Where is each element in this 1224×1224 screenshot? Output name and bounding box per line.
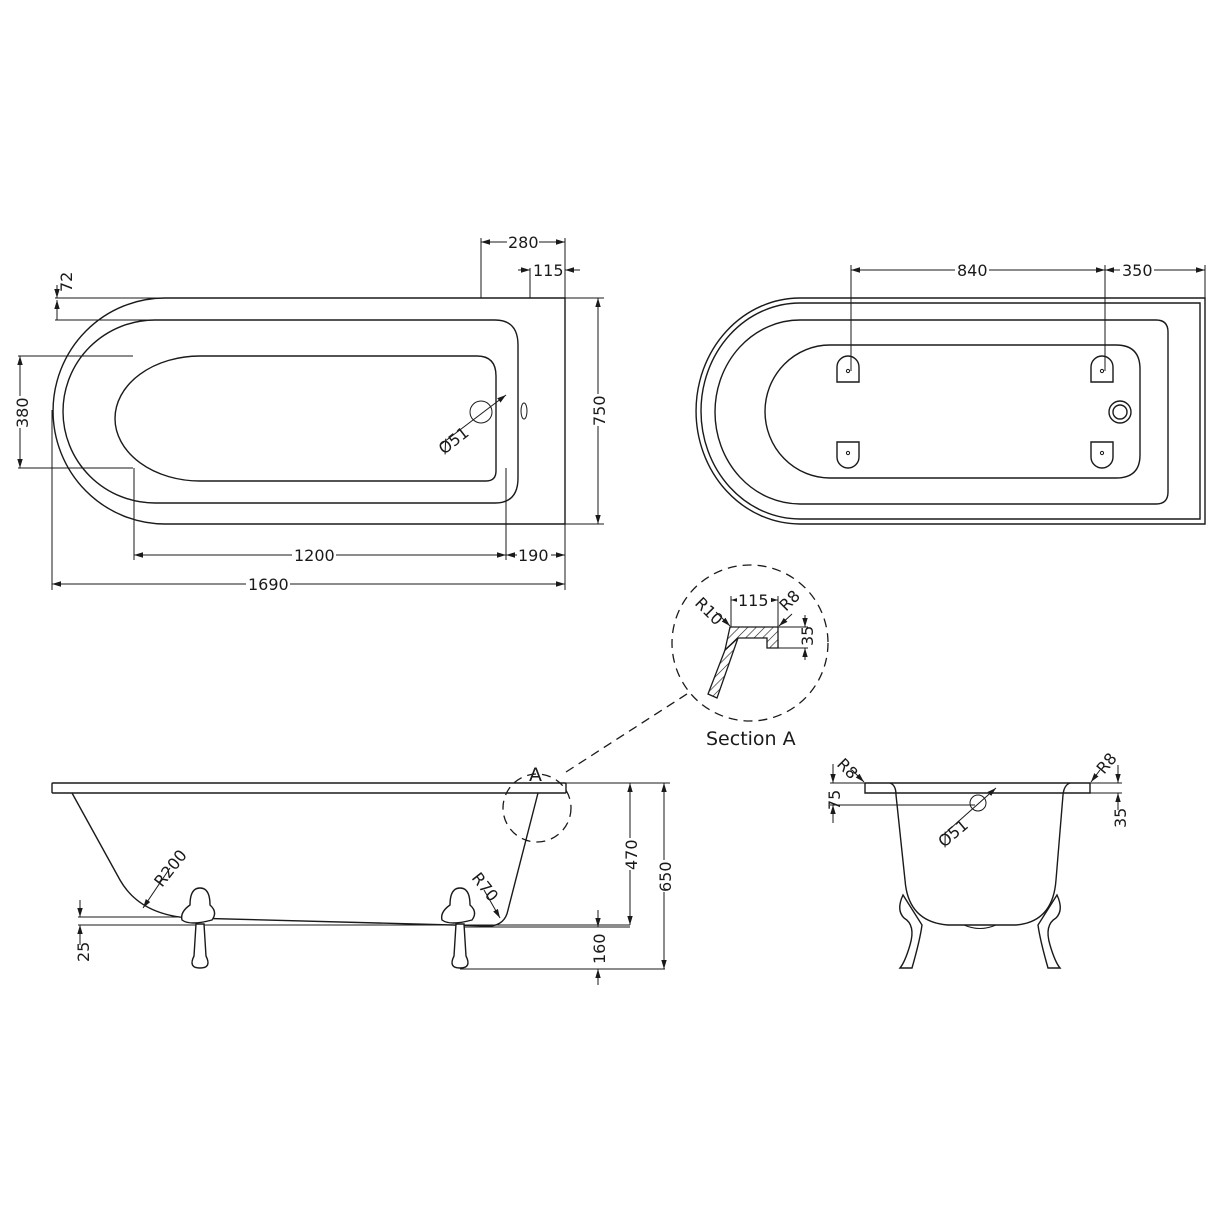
- underside-inner-rim: [714, 319, 1169, 505]
- section-a-circle: [671, 564, 829, 722]
- side-foot-right: [440, 887, 476, 969]
- overflow-icon: [520, 402, 528, 420]
- dim-75: 75: [825, 790, 844, 810]
- end-foot-right: [1037, 893, 1062, 969]
- end-waste-icon: [969, 794, 987, 812]
- dim-1200: 1200: [294, 546, 335, 565]
- dim-waste: Ø51: [435, 423, 473, 458]
- section-a-detail: 115 R10 R8 35 Section A: [565, 564, 829, 773]
- foot-pad-top-right: [1090, 355, 1114, 383]
- dim-end-35: 35: [1111, 808, 1130, 828]
- foot-pad-top-left: [836, 355, 860, 383]
- side-view: A R200 R70 25 470 650 160: [51, 764, 675, 985]
- waste-outlet-icon: [1108, 400, 1132, 424]
- plan-outer-rim: [52, 297, 566, 525]
- dim-750: 750: [590, 395, 609, 426]
- side-foot-left: [180, 887, 216, 969]
- leader-line: [565, 691, 691, 773]
- dim-650: 650: [656, 861, 675, 892]
- plan-basin: [114, 355, 497, 482]
- end-body: [889, 782, 1071, 926]
- dim-1690: 1690: [248, 575, 289, 594]
- detail-a-marker: [502, 773, 572, 843]
- foot-pad-bottom-right: [1090, 441, 1114, 469]
- dim-840: 840: [957, 261, 988, 280]
- dim-25: 25: [74, 942, 93, 962]
- plan-inner-rim: [62, 319, 519, 504]
- foot-pad-bottom-left: [836, 441, 860, 469]
- callout-a-label: A: [529, 764, 542, 786]
- dim-end-waste: Ø51: [934, 815, 971, 851]
- dim-r8-left: R8: [833, 754, 861, 782]
- underside-basin: [764, 344, 1141, 479]
- waste-icon: [469, 400, 493, 424]
- side-rim: [51, 782, 567, 794]
- dim-190: 190: [518, 546, 549, 565]
- dim-280: 280: [508, 233, 539, 252]
- underside-outer-rim-inner: [700, 302, 1201, 520]
- dim-section-r8: R8: [775, 586, 803, 614]
- dim-470: 470: [622, 839, 641, 870]
- dim-r200: R200: [150, 846, 191, 891]
- dim-section-115: 115: [738, 591, 769, 610]
- dim-r10: R10: [691, 593, 727, 629]
- underside-outer-rim: [695, 297, 1206, 525]
- dim-72: 72: [57, 272, 76, 292]
- section-a-title: Section A: [706, 728, 796, 750]
- underside-view: 840 350: [695, 260, 1206, 525]
- dim-section-35: 35: [798, 626, 817, 646]
- dim-r8-right: R8: [1093, 749, 1121, 778]
- dim-380: 380: [13, 397, 32, 428]
- dim-115: 115: [533, 261, 564, 280]
- end-view: 75 R8 R8 35 Ø51: [825, 749, 1130, 969]
- dim-160: 160: [590, 933, 609, 964]
- dim-r70: R70: [468, 869, 502, 906]
- plan-view: Ø51 280 115 72 380 750 120: [12, 233, 609, 594]
- dim-350: 350: [1122, 261, 1153, 280]
- end-foot-left: [898, 893, 923, 969]
- end-rim: [864, 782, 1091, 794]
